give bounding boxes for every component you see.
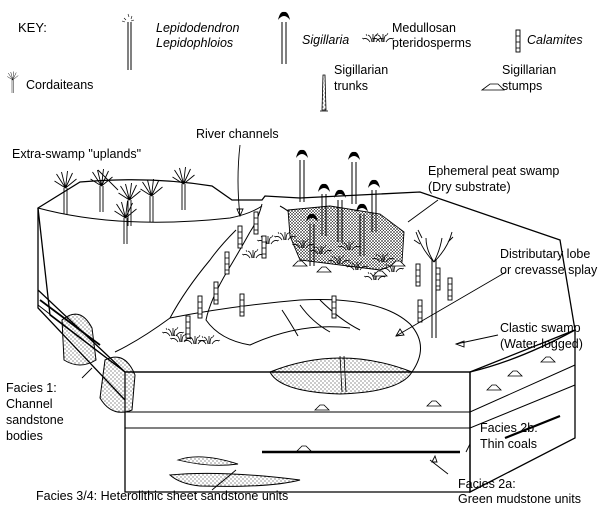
leader-facies1 (82, 368, 92, 378)
label-facies-2b-line2: Thin coals (480, 437, 537, 451)
sheet-sandstone-1 (170, 473, 300, 486)
calamites-icon (516, 30, 520, 52)
leader-lines (82, 145, 506, 490)
key-pteridosperms-label: pteridosperms (392, 36, 471, 50)
cordaiteans-icon (7, 72, 18, 94)
label-distributary-lobe-2: or crevasse splay (500, 263, 598, 277)
sigillarian-trunks-icon (320, 75, 328, 111)
lepidodendron-icon (122, 14, 134, 70)
key-calamites-label: Calamites (527, 33, 583, 47)
sigillaria-icon (278, 12, 290, 64)
key-lepidophloios-label: Lepidophloios (156, 36, 233, 50)
key-sigillarian-stumps-label-1: Sigillarian (502, 63, 556, 77)
sheet-sandstone-2 (178, 457, 238, 466)
label-facies-3-4: Facies 3/4: Heterolithic sheet sandstone… (36, 489, 288, 503)
label-ephemeral-peat-swamp-2: (Dry substrate) (428, 180, 511, 194)
label-ephemeral-peat-swamp-1: Ephemeral peat swamp (428, 164, 559, 178)
label-facies-2a-line2: Green mudstone units (458, 492, 581, 506)
leader-river-channels (238, 145, 240, 216)
key-sigillarian-trunks-label-2: trunks (334, 79, 368, 93)
leader-clastic (456, 335, 498, 344)
key-cordaiteans-label: Cordaiteans (26, 78, 93, 92)
medullosan-icon (362, 33, 394, 42)
key-heading: KEY: (18, 20, 47, 35)
cordaitean-trees (55, 167, 195, 244)
sigillarian-stumps-icon (482, 84, 504, 90)
distributary-lobe (170, 300, 421, 373)
key-lepidodendron-label: Lepidodendron (156, 21, 239, 35)
label-facies-2b-line1: Facies 2b: (480, 421, 538, 435)
label-river-channels: River channels (196, 127, 279, 141)
key: KEY: Lepidodendron Lepidophloios Sigilla… (7, 12, 582, 111)
label-facies-1-line1: Facies 1: (6, 381, 57, 395)
key-medullosan-label: Medullosan (392, 21, 456, 35)
label-clastic-swamp-1: Clastic swamp (500, 321, 581, 335)
key-sigillarian-stumps-label-2: stumps (502, 79, 542, 93)
key-sigillaria-label: Sigillaria (302, 33, 349, 47)
label-facies-1-line2: Channel (6, 397, 53, 411)
label-distributary-lobe-1: Distributary lobe (500, 247, 590, 261)
leader-ephemeral (408, 200, 438, 222)
label-extra-swamp-uplands: Extra-swamp "uplands" (12, 147, 141, 161)
label-facies-2a-line1: Facies 2a: (458, 477, 516, 491)
channel-sandstone-body-1 (62, 314, 96, 365)
label-facies-1-line3: sandstone (6, 413, 64, 427)
label-facies-1-line4: bodies (6, 429, 43, 443)
key-sigillarian-trunks-label-1: Sigillarian (334, 63, 388, 77)
channel-sandstone-body-2 (100, 357, 135, 412)
label-clastic-swamp-2: (Water-logged) (500, 337, 583, 351)
